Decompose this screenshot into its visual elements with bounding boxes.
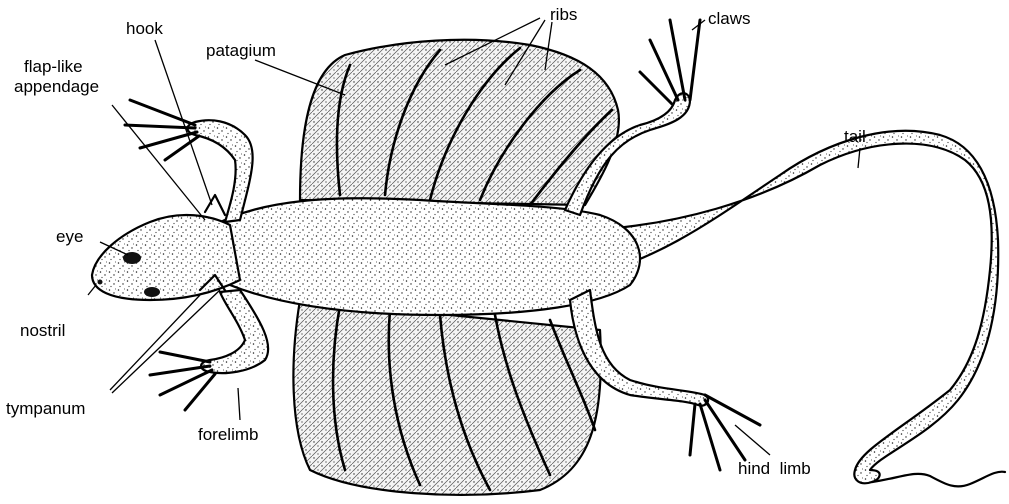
lower-patagium (293, 300, 600, 495)
label-appendage: appendage (14, 77, 99, 96)
label-tympanum: tympanum (6, 399, 85, 418)
label-flap-like: flap-like (24, 57, 83, 76)
label-hook: hook (126, 19, 163, 38)
label-patagium: patagium (206, 41, 276, 60)
tympanum-leader-2 (112, 290, 220, 393)
upper-forelimb (125, 100, 253, 222)
nostril-leader (88, 285, 96, 295)
lower-eye-shape (144, 287, 160, 297)
label-eye: eye (56, 227, 83, 246)
forelimb-leader (238, 388, 240, 420)
label-tail: tail (844, 127, 866, 146)
label-claws: claws (708, 9, 751, 28)
label-ribs: ribs (550, 5, 577, 24)
lizard-head (92, 195, 240, 300)
flap-like-appendage-shape (205, 195, 225, 215)
tail (590, 131, 1005, 487)
nostril-shape (98, 280, 103, 285)
lower-forelimb (150, 290, 268, 410)
label-hind-limb: hind limb (738, 459, 811, 478)
label-forelimb: forelimb (198, 425, 258, 444)
upper-patagium (300, 40, 619, 205)
label-nostril: nostril (20, 321, 65, 340)
